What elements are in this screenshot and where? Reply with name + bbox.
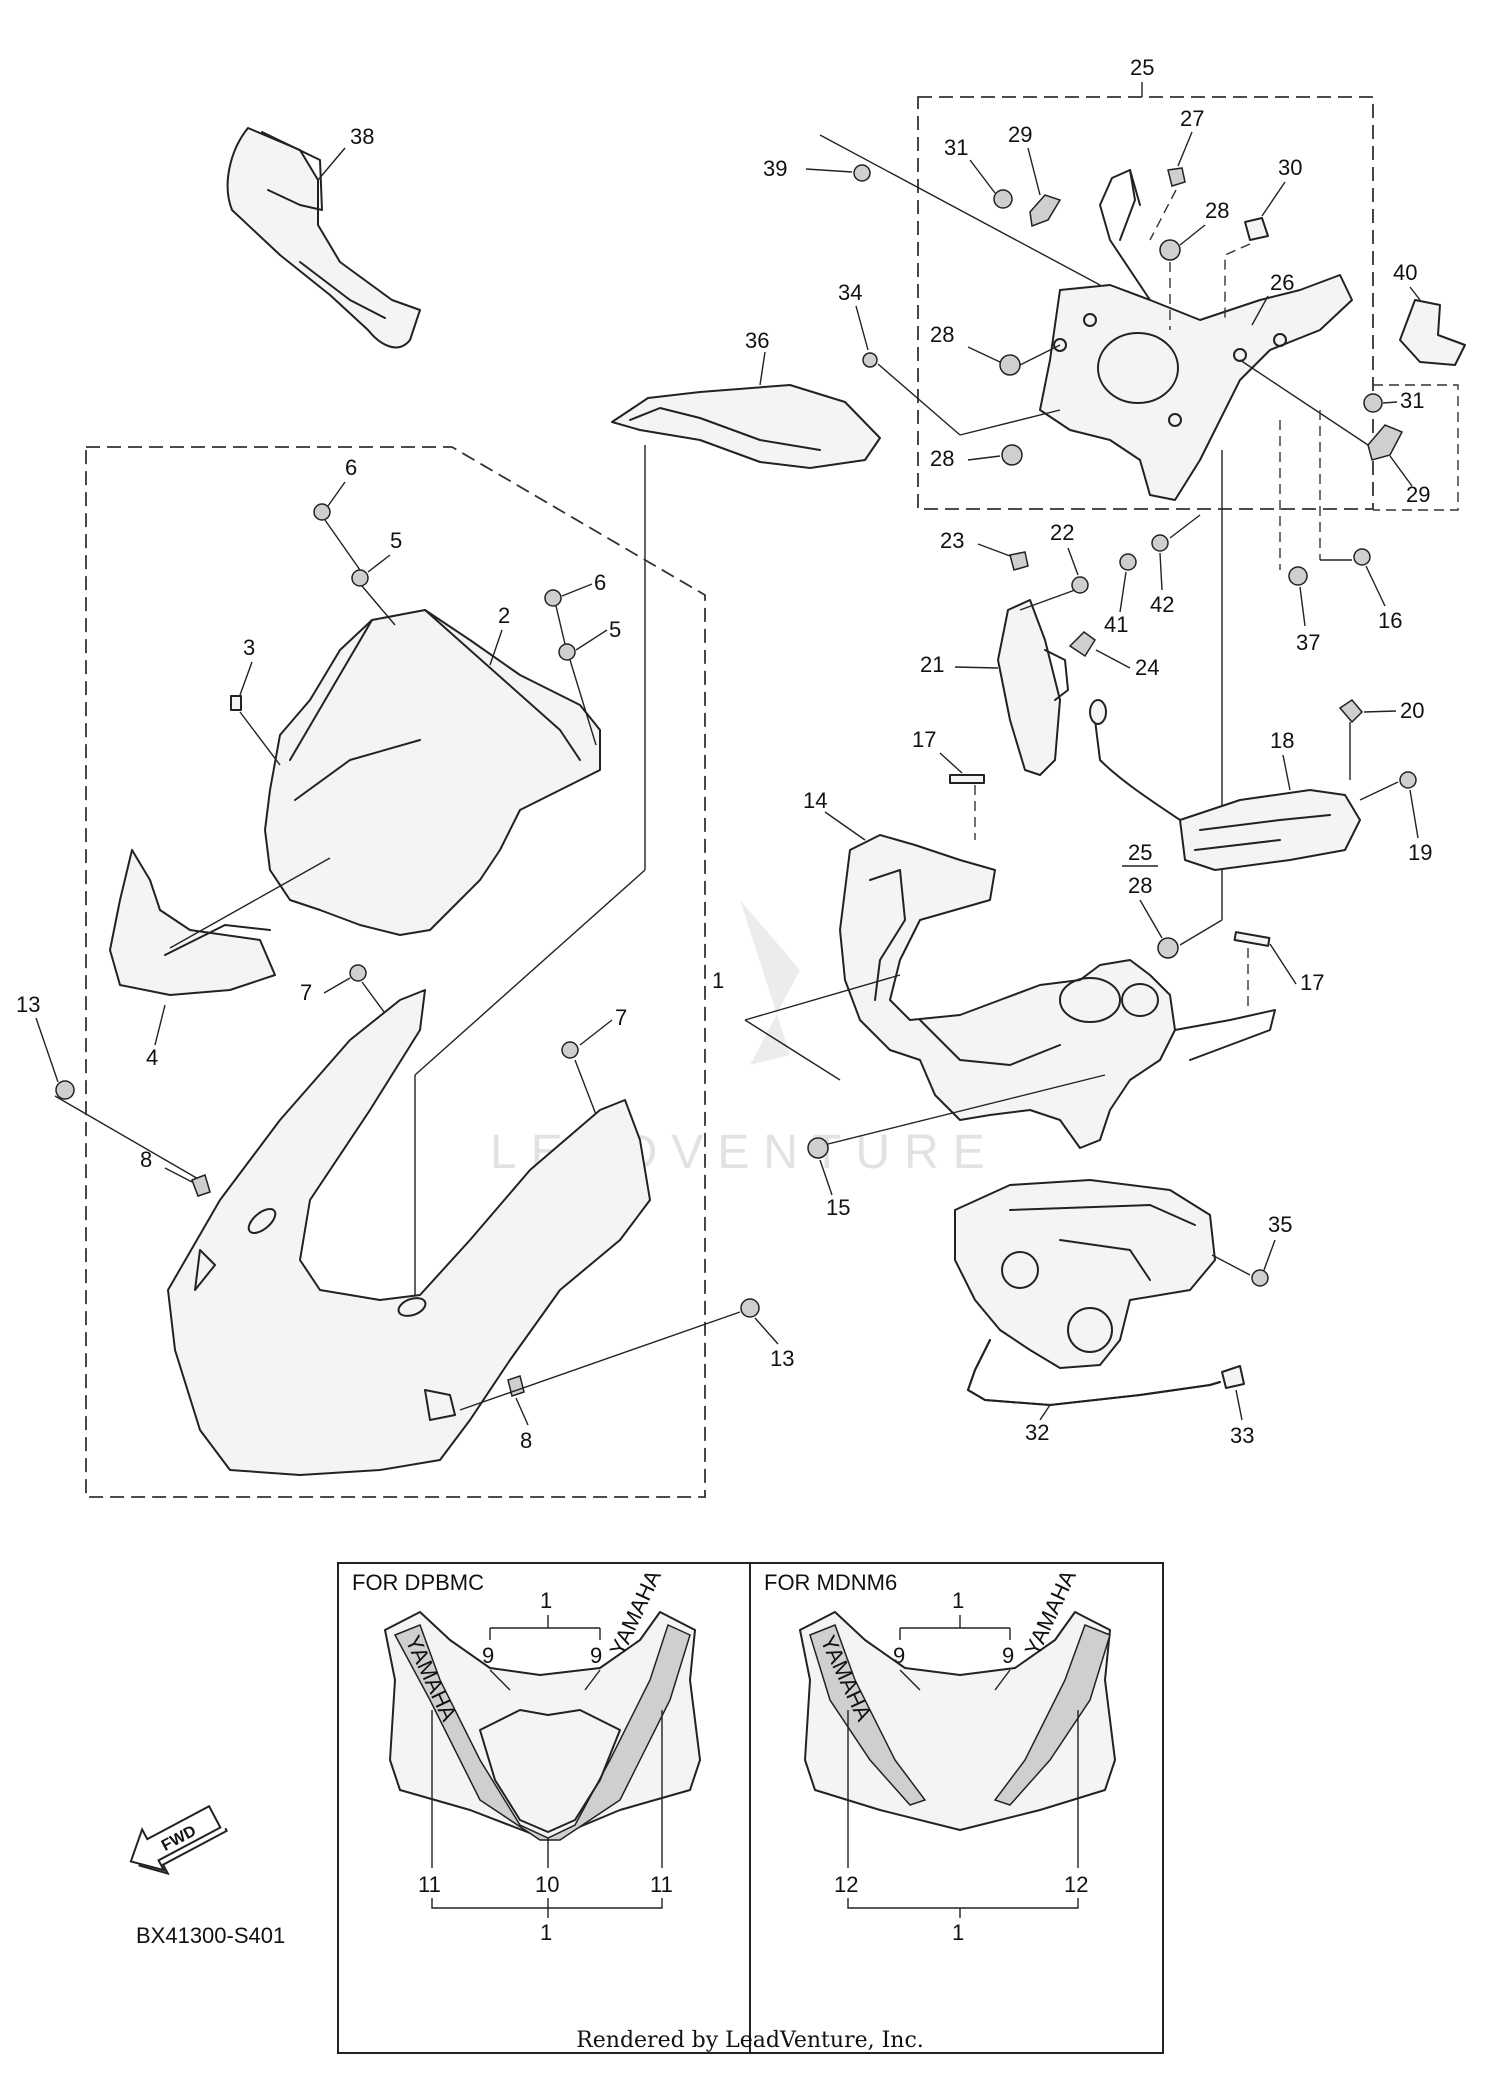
assembly-box-25 (917, 96, 1374, 510)
callout-7-b: 7 (615, 1005, 627, 1030)
callout-31-top: 31 (944, 135, 968, 160)
variant-left-callout-11-b: 11 (650, 1872, 673, 1897)
callout-23: 23 (940, 528, 964, 553)
callout-25-top: 25 (1130, 55, 1154, 80)
side-panel-part (611, 384, 881, 469)
callout-30: 30 (1278, 155, 1302, 180)
diagram-code: BX41300-S401 (136, 1923, 285, 1948)
headlight-side-part (997, 599, 1069, 776)
front-cowl-part (167, 989, 651, 1476)
render-credit: Rendered by LeadVenture, Inc. (576, 2028, 924, 2053)
callout-37: 37 (1296, 630, 1320, 655)
callout-28-a: 28 (1205, 198, 1229, 223)
inner-panel-part (109, 849, 276, 996)
variant-right-title: FOR MDNM6 (764, 1570, 897, 1595)
callout-28-c: 28 (930, 446, 954, 471)
callout-35: 35 (1268, 1212, 1292, 1237)
callout-26: 26 (1270, 270, 1294, 295)
callout-8-b: 8 (520, 1428, 532, 1453)
callout-29-top: 29 (1008, 122, 1032, 147)
watermark-flame-icon (740, 900, 800, 1065)
variant-left-callout-11-a: 11 (418, 1872, 441, 1897)
headlight-frame-part (839, 834, 1276, 1149)
variant-right-callout-9-b: 9 (1002, 1643, 1014, 1668)
position-light-part (1089, 699, 1361, 871)
callout-27: 27 (1180, 106, 1204, 131)
callout-31-right: 31 (1400, 388, 1424, 413)
callout-6-a: 6 (345, 455, 357, 480)
variant-left: FOR DPBMC 1 9 9 YAMAHA YAMAHA 11 10 11 1 (352, 1566, 701, 1945)
callout-28-b: 28 (930, 322, 954, 347)
callout-16: 16 (1378, 608, 1402, 633)
callout-42: 42 (1150, 592, 1174, 617)
headlight-housing-part (954, 1179, 1216, 1369)
assembly-box-1 (85, 446, 706, 1498)
callout-20: 20 (1400, 698, 1424, 723)
callout-3: 3 (243, 635, 255, 660)
callout-1: 1 (712, 968, 724, 993)
variant-left-callout-1-top: 1 (540, 1588, 552, 1613)
callout-13-b: 13 (770, 1346, 794, 1371)
variant-left-title: FOR DPBMC (352, 1570, 484, 1595)
front-bracket-part (1039, 169, 1353, 501)
callout-14: 14 (803, 788, 827, 813)
fwd-arrow-icon: FWD (129, 1804, 229, 1876)
callout-25-mid: 25 (1128, 840, 1152, 865)
callout-17-a: 17 (912, 727, 936, 752)
callout-6-b: 6 (594, 570, 606, 595)
variant-right: FOR MDNM6 1 9 9 YAMAHA YAMAHA 12 12 1 (764, 1566, 1116, 1945)
callout-40: 40 (1393, 260, 1417, 285)
variant-right-callout-12-a: 12 (834, 1872, 858, 1897)
variant-right-callout-1-bottom: 1 (952, 1920, 964, 1945)
callout-5-b: 5 (609, 617, 621, 642)
variant-left-callout-1-bottom: 1 (540, 1920, 552, 1945)
callout-8-a: 8 (140, 1147, 152, 1172)
callout-36: 36 (745, 328, 769, 353)
mirror-part (226, 127, 421, 349)
callout-32: 32 (1025, 1420, 1049, 1445)
variant-right-callout-12-b: 12 (1064, 1872, 1088, 1897)
callout-33: 33 (1230, 1423, 1254, 1448)
variant-left-callout-9-a: 9 (482, 1643, 494, 1668)
callout-18: 18 (1270, 728, 1294, 753)
callout-41: 41 (1104, 612, 1128, 637)
callout-5-a: 5 (390, 528, 402, 553)
callout-39: 39 (763, 156, 787, 181)
windshield-part (264, 609, 601, 936)
callout-24: 24 (1135, 655, 1159, 680)
callout-38: 38 (350, 124, 374, 149)
callout-7-a: 7 (300, 980, 312, 1005)
variant-left-callout-9-b: 9 (590, 1643, 602, 1668)
callout-17-b: 17 (1300, 970, 1324, 995)
callout-2: 2 (498, 603, 510, 628)
callout-15: 15 (826, 1195, 850, 1220)
callout-22: 22 (1050, 520, 1074, 545)
callout-34: 34 (838, 280, 862, 305)
variant-right-callout-1-top: 1 (952, 1588, 964, 1613)
variant-left-callout-10: 10 (535, 1872, 559, 1897)
callout-29-right: 29 (1406, 482, 1430, 507)
callout-4: 4 (146, 1045, 158, 1070)
callout-13-a: 13 (16, 992, 40, 1017)
callout-21: 21 (920, 652, 944, 677)
callout-19: 19 (1408, 840, 1432, 865)
callout-28-mid: 28 (1128, 873, 1152, 898)
